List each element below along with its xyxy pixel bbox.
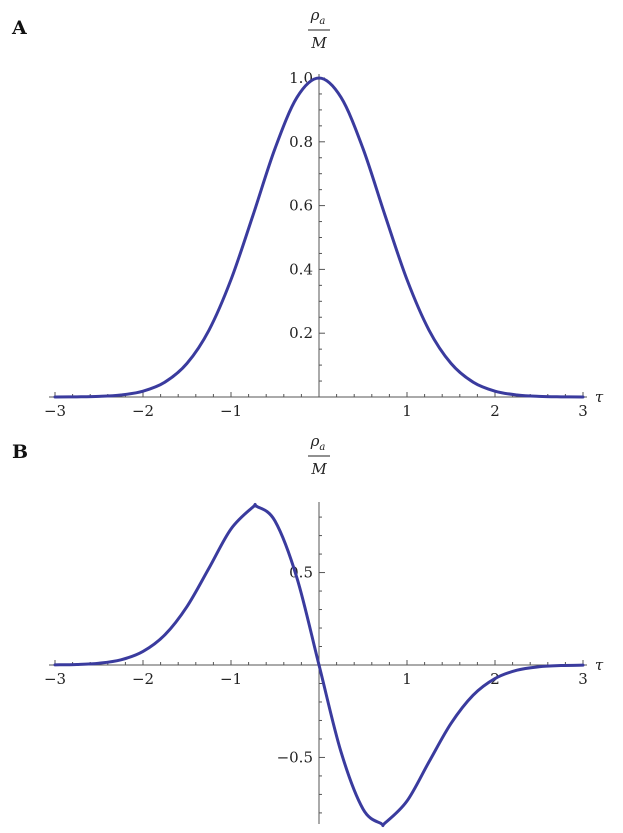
- x-tick-label: −1: [220, 670, 242, 688]
- x-tick-label: −3: [44, 670, 66, 688]
- x-tick-label: −2: [132, 402, 154, 420]
- y-tick-label: 1.0: [289, 69, 313, 87]
- x-axis-label: τ: [595, 656, 604, 674]
- y-axis-label-numerator: ρa: [310, 6, 326, 27]
- x-tick-label: −2: [132, 670, 154, 688]
- x-tick-label: 3: [578, 670, 588, 688]
- y-tick-label: 0.8: [289, 133, 313, 151]
- x-tick-label: −3: [44, 402, 66, 420]
- y-axis-label-denominator: M: [310, 34, 327, 52]
- x-tick-label: 1: [402, 402, 412, 420]
- x-tick-label: 2: [490, 402, 500, 420]
- x-axis-label: τ: [595, 388, 604, 406]
- y-tick-label: 0.6: [289, 197, 313, 215]
- series-line: [53, 502, 585, 828]
- panel-label: A: [11, 17, 27, 39]
- y-axis-label-denominator: M: [310, 460, 327, 478]
- y-tick-label: 0.2: [289, 324, 313, 342]
- x-tick-label: 1: [402, 670, 412, 688]
- y-tick-label: 0.4: [289, 260, 313, 278]
- y-tick-label: −0.5: [277, 748, 313, 766]
- panel-label: B: [12, 441, 28, 463]
- series-line: [53, 76, 585, 399]
- x-tick-label: −1: [220, 402, 242, 420]
- x-tick-label: 3: [578, 402, 588, 420]
- y-axis-label-numerator: ρa: [310, 432, 326, 453]
